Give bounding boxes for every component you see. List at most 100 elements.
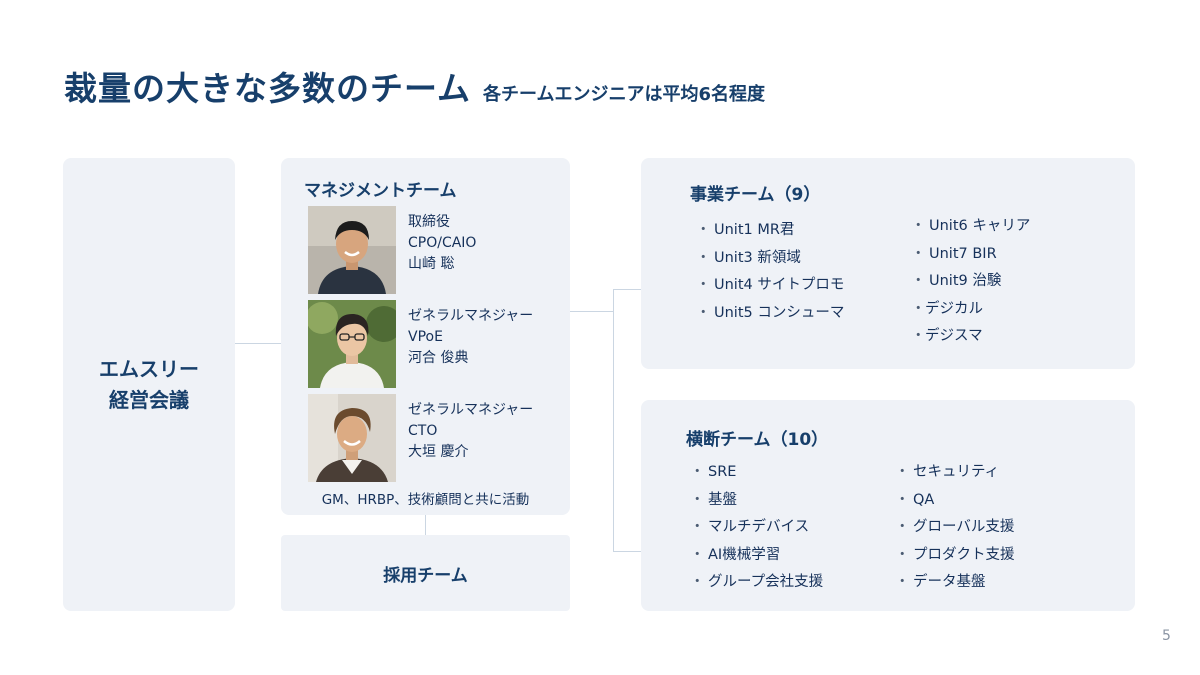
team-name: QA bbox=[913, 491, 935, 508]
management-team-title: マネジメントチーム bbox=[304, 181, 457, 201]
team-name: グローバル支援 bbox=[913, 519, 1015, 535]
member-title: VPoE bbox=[408, 329, 443, 345]
member-title: CTO bbox=[408, 423, 438, 439]
member-card: 取締役 CPO/CAIO 山崎 聡 bbox=[308, 206, 558, 294]
list-item: ・グローバル支援 bbox=[895, 515, 1015, 543]
team-name: デジスマ bbox=[925, 328, 983, 344]
business-teams-list-left: ・Unit1 MR君 ・Unit3 新領域 ・Unit4 サイトプロモ ・Uni… bbox=[696, 218, 844, 328]
exec-meeting-line-1: エムスリー bbox=[99, 356, 199, 381]
list-item: ・プロダクト支援 bbox=[895, 543, 1015, 571]
bullet: ・ bbox=[696, 249, 711, 266]
recruiting-team-box: 採用チーム bbox=[281, 535, 570, 611]
list-item: ・Unit1 MR君 bbox=[696, 218, 844, 246]
bullet: ・ bbox=[690, 546, 705, 563]
cross-functional-teams-list-right: ・セキュリティ ・QA ・グローバル支援 ・プロダクト支援 ・データ基盤 bbox=[895, 460, 1015, 598]
cross-functional-teams-title: 横断チーム（10） bbox=[686, 430, 829, 450]
member-role: ゼネラルマネジャー bbox=[408, 402, 534, 418]
bullet: ・ bbox=[911, 218, 926, 234]
member-role: ゼネラルマネジャー bbox=[408, 308, 534, 324]
bullet: ・ bbox=[911, 300, 926, 317]
list-item: ・Unit3 新領域 bbox=[696, 246, 844, 274]
list-item: ・Unit5 コンシューマ bbox=[696, 301, 844, 329]
bullet: ・ bbox=[911, 273, 926, 289]
connector-exec-mgmt bbox=[235, 343, 281, 344]
list-item: ・データ基盤 bbox=[895, 570, 1015, 598]
team-name: デジカル bbox=[925, 300, 983, 317]
bullet: ・ bbox=[895, 519, 910, 535]
slide-title-row: 裁量の大きな多数のチーム 各チームエンジニアは平均6名程度 bbox=[64, 62, 765, 110]
member-title: CPO/CAIO bbox=[408, 235, 477, 251]
list-item: ・デジスマ bbox=[911, 324, 1030, 352]
exec-meeting-line-2: 経営会議 bbox=[109, 387, 189, 412]
list-item: ・グループ会社支援 bbox=[690, 570, 823, 598]
team-name: グループ会社支援 bbox=[708, 574, 824, 590]
list-item: ・Unit9 治験 bbox=[911, 269, 1030, 297]
bullet: ・ bbox=[690, 491, 705, 508]
team-name: Unit9 治験 bbox=[929, 273, 1002, 289]
management-team-box: マネジメントチーム 取締役 CPO/CAIO 山崎 聡 bbox=[281, 158, 570, 515]
bullet: ・ bbox=[895, 464, 910, 480]
list-item: ・AI機械学習 bbox=[690, 543, 823, 571]
member-role: 取締役 bbox=[408, 214, 450, 230]
management-note: GM、HRBP、技術顧問と共に活動 bbox=[321, 492, 530, 508]
member-name: 河合 俊典 bbox=[408, 350, 469, 366]
bullet: ・ bbox=[690, 519, 705, 535]
member-info: ゼネラルマネジャー CTO 大垣 慶介 bbox=[408, 400, 533, 463]
list-item: ・Unit4 サイトプロモ bbox=[696, 273, 844, 301]
slide-subtitle: 各チームエンジニアは平均6名程度 bbox=[483, 84, 765, 105]
slide-title: 裁量の大きな多数のチーム bbox=[64, 69, 472, 108]
connector-to-cross bbox=[613, 551, 641, 552]
team-name: データ基盤 bbox=[913, 574, 986, 590]
team-name: Unit3 新領域 bbox=[714, 249, 801, 266]
list-item: ・デジカル bbox=[911, 297, 1030, 325]
business-teams-list-right: ・Unit6 キャリア ・Unit7 BIR ・Unit9 治験 ・デジカル ・… bbox=[911, 214, 1030, 352]
exec-meeting-box: エムスリー 経営会議 bbox=[63, 158, 235, 611]
list-item: ・Unit6 キャリア bbox=[911, 214, 1030, 242]
exec-meeting-label: エムスリー 経営会議 bbox=[99, 354, 199, 416]
list-item: ・セキュリティ bbox=[895, 460, 1015, 488]
member-info: ゼネラルマネジャー VPoE 河合 俊典 bbox=[408, 306, 533, 369]
page-number: 5 bbox=[1162, 628, 1171, 644]
team-name: AI機械学習 bbox=[708, 546, 781, 563]
member-card: ゼネラルマネジャー CTO 大垣 慶介 bbox=[308, 394, 558, 482]
list-item: ・SRE bbox=[690, 460, 823, 488]
cross-functional-teams-box: 横断チーム（10） ・SRE ・基盤 ・マルチデバイス ・AI機械学習 ・グルー… bbox=[641, 400, 1135, 611]
team-name: Unit5 コンシューマ bbox=[714, 304, 845, 321]
bullet: ・ bbox=[690, 464, 705, 480]
team-name: Unit1 MR君 bbox=[714, 222, 795, 238]
member-name: 大垣 慶介 bbox=[408, 444, 469, 460]
bullet: ・ bbox=[895, 546, 910, 563]
list-item: ・QA bbox=[895, 488, 1015, 516]
business-teams-title: 事業チーム（9） bbox=[690, 185, 821, 205]
connector-to-business bbox=[613, 289, 641, 290]
bullet: ・ bbox=[895, 574, 910, 590]
recruiting-team-label: 採用チーム bbox=[383, 565, 468, 586]
member-name: 山崎 聡 bbox=[408, 256, 455, 272]
bullet: ・ bbox=[696, 222, 711, 238]
team-name: マルチデバイス bbox=[708, 519, 810, 535]
list-item: ・Unit7 BIR bbox=[911, 242, 1030, 270]
bullet: ・ bbox=[696, 304, 711, 321]
business-teams-box: 事業チーム（9） ・Unit1 MR君 ・Unit3 新領域 ・Unit4 サイ… bbox=[641, 158, 1135, 369]
list-item: ・マルチデバイス bbox=[690, 515, 823, 543]
team-name: セキュリティ bbox=[913, 464, 1000, 480]
member-photo-avatar bbox=[308, 206, 396, 294]
team-name: Unit6 キャリア bbox=[929, 218, 1031, 234]
team-name: プロダクト支援 bbox=[913, 546, 1015, 563]
team-name: SRE bbox=[708, 464, 737, 480]
cross-functional-teams-list-left: ・SRE ・基盤 ・マルチデバイス ・AI機械学習 ・グループ会社支援 bbox=[690, 460, 823, 598]
bullet: ・ bbox=[911, 245, 926, 262]
list-item: ・基盤 bbox=[690, 488, 823, 516]
connector-branch-vertical bbox=[613, 289, 614, 551]
bullet: ・ bbox=[895, 491, 910, 508]
team-name: 基盤 bbox=[708, 491, 737, 508]
member-photo-avatar bbox=[308, 394, 396, 482]
connector-mgmt-recruit bbox=[425, 515, 426, 535]
bullet: ・ bbox=[911, 328, 926, 344]
bullet: ・ bbox=[696, 277, 711, 293]
bullet: ・ bbox=[690, 574, 705, 590]
connector-mgmt-branch bbox=[570, 311, 614, 312]
team-name: Unit4 サイトプロモ bbox=[714, 277, 845, 293]
team-name: Unit7 BIR bbox=[929, 245, 997, 262]
member-photo-avatar bbox=[308, 300, 396, 388]
